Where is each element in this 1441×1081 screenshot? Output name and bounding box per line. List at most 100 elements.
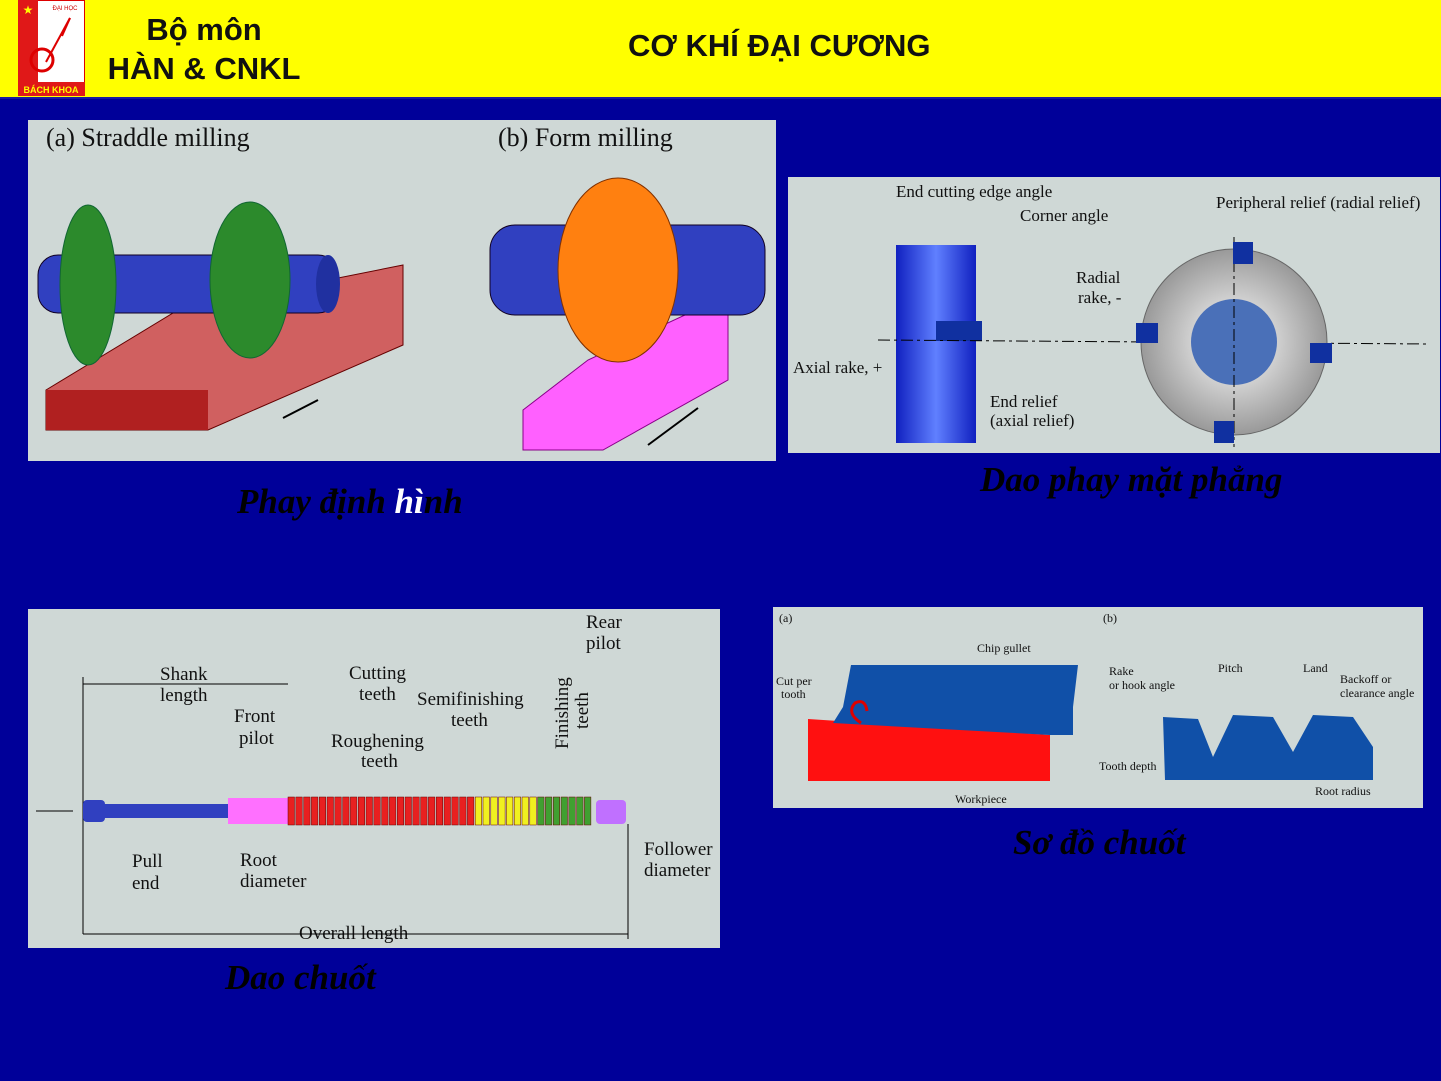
broach-tooth (381, 796, 389, 826)
broach-tooth (342, 796, 350, 826)
label-shank-length: length (160, 685, 208, 706)
milling-figure: (a) Straddle milling (b) Form milling (28, 120, 776, 461)
broach-tooth (357, 796, 365, 826)
broach-tooth (498, 796, 506, 826)
broach-tooth (576, 796, 584, 826)
label-follower-diameter: diameter (644, 860, 711, 881)
slide-title: CƠ KHÍ ĐẠI CƯƠNG (628, 28, 931, 63)
broach-tooth (451, 796, 459, 826)
broach-tooth (482, 796, 490, 826)
dept-line-2: HÀN & CNKL (107, 51, 301, 86)
caption-dao-phay-mat-phang: Dao phay mặt phẳng (980, 460, 1283, 499)
label-pull-end: end (132, 873, 160, 894)
label-root: Root (240, 850, 278, 871)
label-corner-angle: Corner angle (1020, 206, 1108, 225)
slide-header: ★ ĐẠI HỌC BÁCH KHOA Bộ môn HÀN & CNKL CƠ… (0, 0, 1441, 99)
label-rake-minus: rake, - (1078, 288, 1122, 307)
label-end-cutting-edge-angle: End cutting edge angle (896, 182, 1052, 201)
label-pitch: Pitch (1218, 661, 1243, 675)
label-cutting: Cutting (349, 663, 407, 684)
label-pull: Pull (132, 851, 163, 872)
broach-tooth (303, 796, 311, 826)
caption-phay-dinh-hinh: Phay định hình (237, 482, 463, 521)
broach-tooth (396, 796, 404, 826)
label-peripheral-relief: Peripheral relief (radial relief) (1216, 193, 1420, 212)
broach-tooth (545, 796, 553, 826)
broach-tooth (404, 796, 412, 826)
label-shank: Shank (160, 664, 208, 685)
label-a: (a) (779, 611, 792, 625)
label-follower: Follower (644, 839, 713, 860)
dept-line-1: Bộ môn (146, 12, 262, 47)
broach-tooth (513, 796, 521, 826)
broach-tooth (365, 796, 373, 826)
svg-text:ĐẠI HỌC: ĐẠI HỌC (52, 6, 78, 12)
label-workpiece: Workpiece (955, 792, 1007, 806)
broach-tooth (412, 796, 420, 826)
label-rake: Rake (1109, 664, 1134, 678)
label-axial-rake: Axial rake, + (793, 358, 882, 377)
broaching-figure: (a) (b) Chip gullet Cut per tooth Workpi… (773, 607, 1423, 808)
form-milling-label: (b) Form milling (498, 123, 673, 152)
label-radial: Radial (1076, 268, 1121, 287)
broach-tooth (373, 796, 381, 826)
broach-tooth (521, 796, 529, 826)
label-front: Front (234, 706, 276, 727)
label-semifinishing: Semifinishing (417, 689, 524, 710)
label-land: Land (1303, 661, 1328, 675)
label-hook-angle: or hook angle (1109, 678, 1175, 692)
label-semifinishing-teeth: teeth (451, 710, 488, 731)
label-cut-per: Cut per (776, 674, 812, 688)
broach-tooth (560, 796, 568, 826)
broach-tooth (318, 796, 326, 826)
label-b: (b) (1103, 611, 1117, 625)
label-root-radius: Root radius (1315, 784, 1371, 798)
straddle-milling-label: (a) Straddle milling (46, 123, 250, 152)
broach-tooth (490, 796, 498, 826)
broach-tooth (334, 796, 342, 826)
broach-tooth (506, 796, 514, 826)
face-mill-figure: End cutting edge angle Corner angle Peri… (788, 177, 1440, 453)
bach-khoa-logo: ★ ĐẠI HỌC BÁCH KHOA (18, 0, 85, 96)
broach-tooth (537, 796, 545, 826)
caption-dao-chuot: Dao chuốt (225, 958, 376, 997)
broach-tooth (552, 796, 560, 826)
broach-tooth (311, 796, 319, 826)
broach-tooth (428, 796, 436, 826)
broach-tooth (443, 796, 451, 826)
caption-so-do-chuot: Sơ đồ chuốt (1013, 823, 1186, 862)
broach-tooth (287, 796, 295, 826)
broach-figure: Rear pilot Shank length Cutting teeth Se… (28, 609, 720, 948)
broach-tooth (389, 796, 397, 826)
broach-tooth (350, 796, 358, 826)
broach-tooth (568, 796, 576, 826)
label-backoff: Backoff or (1340, 672, 1391, 686)
label-end-relief: End relief (990, 392, 1058, 411)
broach-tooth (529, 796, 537, 826)
broach-tooth (459, 796, 467, 826)
broach-tooth (474, 796, 482, 826)
label-chip-gullet: Chip gullet (977, 641, 1031, 655)
label-finishing: Finishing (552, 677, 573, 749)
svg-text:BÁCH KHOA: BÁCH KHOA (24, 85, 79, 95)
label-rear: Rear (586, 612, 623, 633)
label-cutting-teeth: teeth (359, 684, 396, 705)
department-name: Bộ môn HÀN & CNKL (104, 10, 304, 88)
label-front-pilot: pilot (239, 728, 275, 749)
label-tooth: tooth (781, 687, 806, 701)
label-roughening: Roughening (331, 731, 424, 752)
broach-tooth (295, 796, 303, 826)
broach-tooth (584, 796, 592, 826)
broach-tooth (467, 796, 475, 826)
label-finishing-teeth: teeth (572, 692, 593, 729)
label-root-diameter: diameter (240, 871, 307, 892)
label-tooth-depth: Tooth depth (1099, 759, 1157, 773)
broach-tooth (420, 796, 428, 826)
label-roughening-teeth: teeth (361, 751, 398, 772)
label-clearance-angle: clearance angle (1340, 686, 1414, 700)
broach-tooth (435, 796, 443, 826)
svg-text:★: ★ (23, 3, 34, 17)
label-axial-relief: (axial relief) (990, 411, 1074, 430)
broach-tooth (326, 796, 334, 826)
label-rear-pilot: pilot (586, 633, 622, 654)
